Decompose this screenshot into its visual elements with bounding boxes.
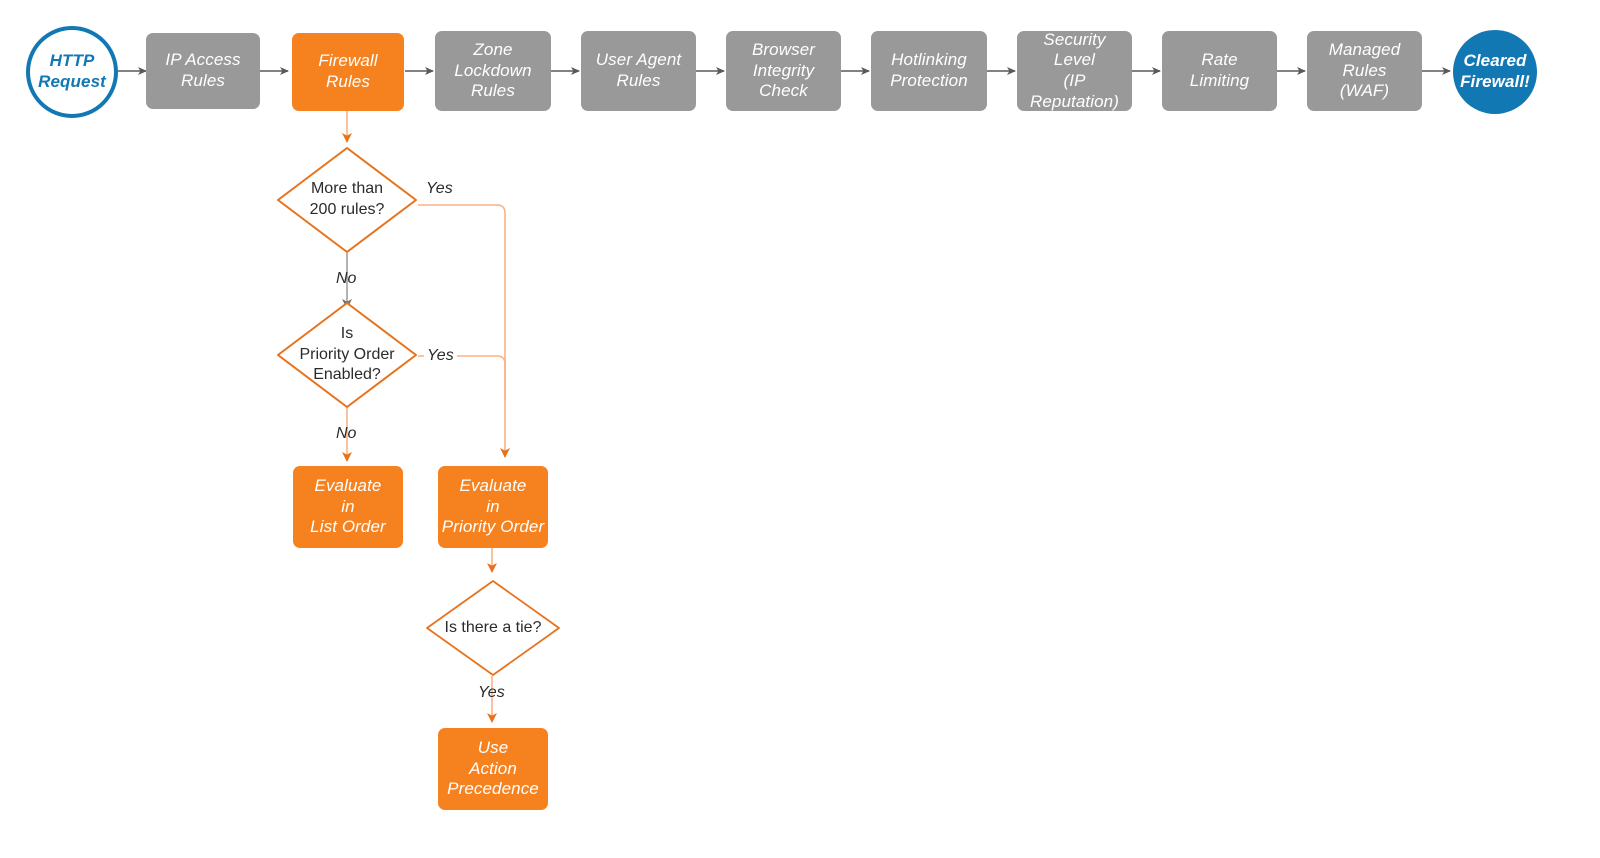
node-use-action-precedence[interactable]: Use Action Precedence xyxy=(438,728,548,810)
node-label: Cleared Firewall! xyxy=(1460,51,1530,91)
node-evaluate-in-priority-order[interactable]: Evaluate in Priority Order xyxy=(438,466,548,548)
node-ip-access-rules[interactable]: IP Access Rules xyxy=(146,33,260,109)
edge-label-more-than-200-yes: Yes xyxy=(426,180,453,197)
node-rate-limiting[interactable]: Rate Limiting xyxy=(1162,31,1277,111)
edge-label-priority-order-no: No xyxy=(336,425,357,442)
node-label: User Agent Rules xyxy=(595,50,682,90)
decision-is-there-a-tie[interactable]: Is there a tie? xyxy=(424,578,562,678)
node-security-level[interactable]: Security Level (IP Reputation) xyxy=(1017,29,1132,111)
edge-label-tie-yes: Yes xyxy=(478,684,505,701)
node-label: Evaluate in Priority Order xyxy=(441,475,545,537)
decision-label: Is there a tie? xyxy=(444,618,542,636)
node-user-agent-rules[interactable]: User Agent Rules xyxy=(581,31,696,111)
node-http-request[interactable]: HTTP Request xyxy=(26,26,118,118)
node-firewall-rules[interactable]: Firewall Rules xyxy=(292,33,404,111)
decision-more-than-200-rules[interactable]: More than 200 rules? xyxy=(275,145,419,255)
node-cleared-firewall[interactable]: Cleared Firewall! xyxy=(1453,30,1537,114)
node-label: Managed Rules (WAF) xyxy=(1328,39,1401,101)
node-label: Rate Limiting xyxy=(1189,50,1250,90)
decision-label: Is Priority Order Enabled? xyxy=(299,324,395,384)
wire-d1-yes xyxy=(418,204,510,458)
node-hotlinking-protection[interactable]: Hotlinking Protection xyxy=(871,31,987,111)
node-label: Use Action Precedence xyxy=(447,737,539,799)
node-label: Evaluate in List Order xyxy=(310,475,386,537)
node-label: Firewall Rules xyxy=(318,51,378,91)
node-browser-integrity-check[interactable]: Browser Integrity Check xyxy=(726,31,841,111)
node-zone-lockdown-rules[interactable]: Zone Lockdown Rules xyxy=(435,31,551,111)
edge-label-priority-order-yes: Yes xyxy=(424,347,457,365)
node-managed-rules-waf[interactable]: Managed Rules (WAF) xyxy=(1307,31,1422,111)
node-label: HTTP Request xyxy=(38,51,106,91)
decision-label: More than 200 rules? xyxy=(309,180,385,218)
edge-label-more-than-200-no: No xyxy=(336,270,357,287)
node-label: IP Access Rules xyxy=(165,50,241,90)
node-label: Browser Integrity Check xyxy=(751,39,816,101)
node-evaluate-in-list-order[interactable]: Evaluate in List Order xyxy=(293,466,403,548)
node-label: Security Level (IP Reputation) xyxy=(1030,29,1119,111)
node-label: Zone Lockdown Rules xyxy=(454,39,532,101)
decision-is-priority-order-enabled[interactable]: Is Priority Order Enabled? xyxy=(275,300,419,410)
node-label: Hotlinking Protection xyxy=(890,50,968,90)
